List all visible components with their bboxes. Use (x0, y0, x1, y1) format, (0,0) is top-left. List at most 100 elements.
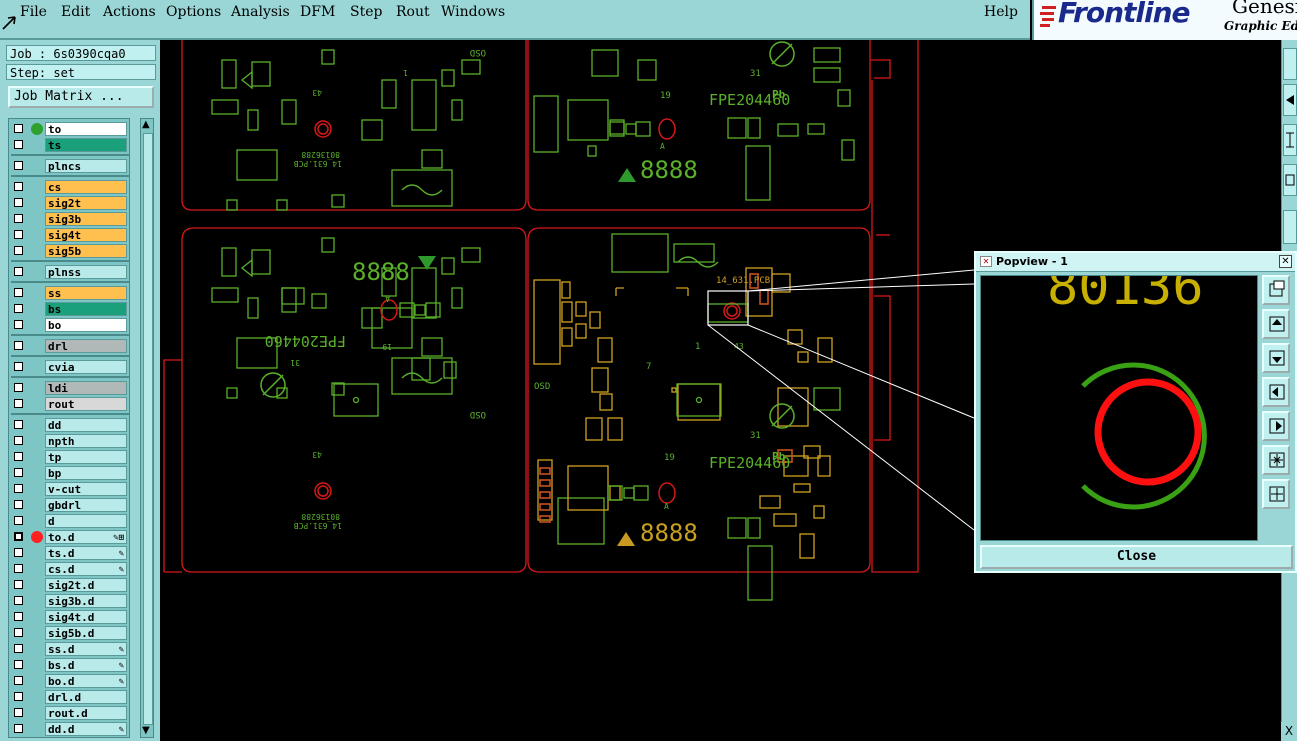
layer-checkbox[interactable] (14, 246, 23, 255)
layer-name[interactable]: plnss (45, 265, 127, 279)
layer-row[interactable]: drl (9, 338, 129, 354)
menu-help[interactable]: Help (984, 4, 1018, 20)
layer-checkbox[interactable] (14, 628, 23, 637)
menu-options[interactable]: Options (166, 4, 222, 20)
popview-tool-button[interactable] (1262, 479, 1290, 509)
toolbar-button[interactable] (1283, 210, 1297, 244)
layer-checkbox[interactable] (14, 198, 23, 207)
layer-row[interactable]: cvia (9, 359, 129, 375)
layer-name[interactable]: ldi (45, 381, 127, 395)
layer-row[interactable]: ldi (9, 380, 129, 396)
layer-name[interactable]: sig3b.d (45, 594, 127, 608)
layer-name[interactable]: gbdrl (45, 498, 127, 512)
layer-checkbox[interactable] (14, 230, 23, 239)
toolbar-button[interactable] (1283, 164, 1297, 196)
popview-tool-button[interactable] (1262, 377, 1290, 407)
popview-titlebar[interactable]: ✕ Popview - 1 ✕ (976, 253, 1295, 272)
menu-windows[interactable]: Windows (441, 4, 506, 20)
layer-checkbox[interactable] (14, 580, 23, 589)
layer-checkbox[interactable] (14, 484, 23, 493)
layer-row[interactable]: sig2t.d (9, 577, 129, 593)
toolbar-button[interactable] (1283, 124, 1297, 156)
layer-row[interactable]: sig4t (9, 227, 129, 243)
layer-row[interactable]: bp (9, 465, 129, 481)
popview-tool-button[interactable] (1262, 309, 1290, 339)
layer-row[interactable]: bo.d✎ (9, 673, 129, 689)
layer-row[interactable]: plncs (9, 158, 129, 174)
layer-checkbox[interactable] (14, 724, 23, 733)
layer-checkbox[interactable] (14, 124, 23, 133)
layer-list-scrollbar[interactable]: ▲ ▼ (140, 118, 154, 738)
layer-row[interactable]: plnss (9, 264, 129, 280)
layer-name[interactable]: to.d✎⊞ (45, 530, 127, 544)
layer-row[interactable]: to (9, 121, 129, 137)
layer-row[interactable]: bs (9, 301, 129, 317)
menu-step[interactable]: Step (350, 4, 383, 20)
layer-checkbox[interactable] (14, 420, 23, 429)
layer-row[interactable]: dd.d✎ (9, 721, 129, 737)
layer-checkbox[interactable] (14, 548, 23, 557)
layer-name[interactable]: bs.d✎ (45, 658, 127, 672)
layer-name[interactable]: sig5b.d (45, 626, 127, 640)
layer-name[interactable]: dd.d✎ (45, 722, 127, 736)
layer-name[interactable]: rout.d (45, 706, 127, 720)
layer-name[interactable]: ts.d✎ (45, 546, 127, 560)
layer-name[interactable]: sig2t.d (45, 578, 127, 592)
layer-checkbox[interactable] (14, 140, 23, 149)
layer-name[interactable]: cvia (45, 360, 127, 374)
layer-name[interactable]: cs (45, 180, 127, 194)
layer-checkbox[interactable] (14, 516, 23, 525)
layer-name[interactable]: to (45, 122, 127, 136)
layer-name[interactable]: drl.d (45, 690, 127, 704)
layer-row[interactable]: rout (9, 396, 129, 412)
layer-checkbox[interactable] (14, 612, 23, 621)
layer-row[interactable]: ts (9, 137, 129, 153)
layer-row[interactable]: dd (9, 417, 129, 433)
menu-rout[interactable]: Rout (396, 4, 430, 20)
layer-row[interactable]: cs (9, 179, 129, 195)
menu-actions[interactable]: Actions (103, 4, 156, 20)
layer-row[interactable]: gbdrl (9, 497, 129, 513)
layer-row[interactable]: sig5b.d (9, 625, 129, 641)
layer-row[interactable]: sig2t (9, 195, 129, 211)
window-menu-icon[interactable]: ✕ (980, 256, 992, 267)
popview-close-button[interactable]: Close (980, 545, 1293, 569)
layer-row[interactable]: ss (9, 285, 129, 301)
layer-name[interactable]: rout (45, 397, 127, 411)
layer-checkbox[interactable] (14, 362, 23, 371)
layer-checkbox[interactable] (14, 468, 23, 477)
popview-tool-button[interactable] (1262, 445, 1290, 475)
layer-name[interactable]: npth (45, 434, 127, 448)
layer-checkbox[interactable] (14, 708, 23, 717)
toolbar-button[interactable] (1283, 84, 1297, 116)
menu-analysis[interactable]: Analysis (231, 4, 290, 20)
toolbar-button[interactable] (1283, 48, 1297, 80)
layer-checkbox[interactable] (14, 214, 23, 223)
popview-tool-button[interactable] (1262, 275, 1290, 305)
layer-row[interactable]: ss.d✎ (9, 641, 129, 657)
layer-checkbox[interactable] (14, 564, 23, 573)
pcb-graphic-canvas[interactable]: FPE204460 FPE204460 8888 8888 8888 14_63… (160, 40, 1280, 741)
layer-name[interactable]: plncs (45, 159, 127, 173)
layer-row[interactable]: sig3b.d (9, 593, 129, 609)
close-icon[interactable]: X (1281, 722, 1297, 741)
layer-row[interactable]: sig5b (9, 243, 129, 259)
layer-name[interactable]: sig5b (45, 244, 127, 258)
layer-name[interactable]: ss.d✎ (45, 642, 127, 656)
layer-checkbox[interactable] (14, 532, 23, 541)
menu-edit[interactable]: Edit (61, 4, 91, 20)
layer-row[interactable]: drl.d (9, 689, 129, 705)
layer-checkbox[interactable] (14, 500, 23, 509)
layer-checkbox[interactable] (14, 436, 23, 445)
layer-checkbox[interactable] (14, 596, 23, 605)
layer-checkbox[interactable] (14, 676, 23, 685)
layer-row[interactable]: v-cut (9, 481, 129, 497)
layer-checkbox[interactable] (14, 692, 23, 701)
layer-name[interactable]: sig4t (45, 228, 127, 242)
layer-name[interactable]: sig4t.d (45, 610, 127, 624)
popview-canvas[interactable]: 80136 (980, 275, 1258, 541)
layer-name[interactable]: sig3b (45, 212, 127, 226)
layer-name[interactable]: sig2t (45, 196, 127, 210)
layer-row[interactable]: to.d✎⊞ (9, 529, 129, 545)
layer-row[interactable]: npth (9, 433, 129, 449)
